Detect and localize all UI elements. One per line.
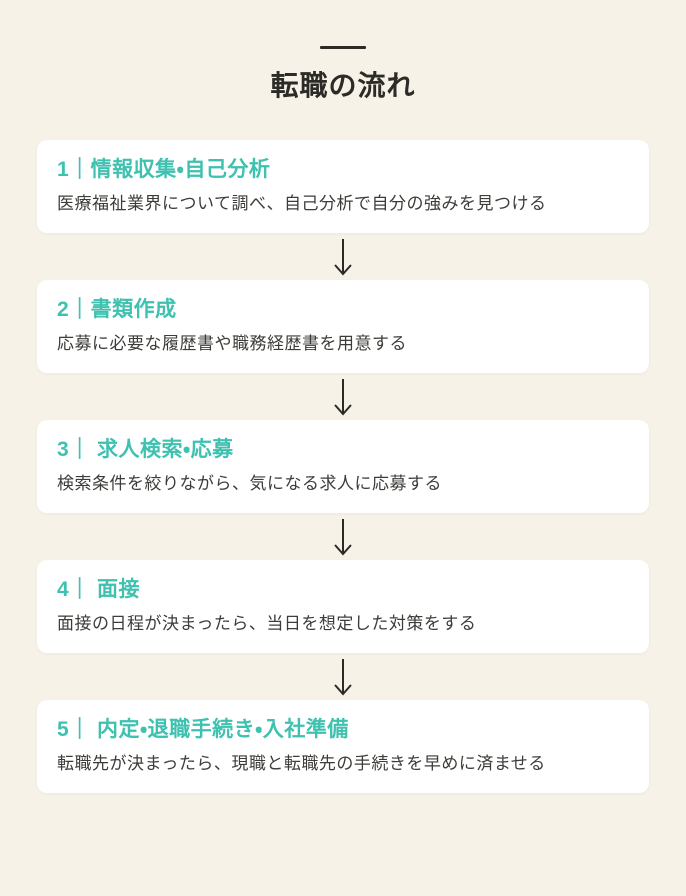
flow-connector [0, 653, 686, 700]
step-card-3: 3｜ 求人検索・応募 検索条件を絞りながら、気になる求人に応募する [37, 420, 649, 513]
page-title: 転職の流れ [270, 70, 416, 101]
step-heading: 1｜情報収集・自己分析 [57, 158, 271, 181]
flow-diagram: 1｜情報収集・自己分析 医療福祉業界について調べ、自己分析で自分の強みを見つける… [0, 140, 686, 793]
step-card-5: 5｜ 内定・退職手続き・入社準備 転職先が決まったら、現職と転職先の手続きを早め… [37, 700, 649, 793]
step-description: 転職先が決まったら、現職と転職先の手続きを早めに済ませる [57, 754, 546, 773]
down-arrow-icon [334, 658, 352, 696]
step-heading: 3｜ 求人検索・応募 [57, 438, 234, 461]
step-description: 検索条件を絞りながら、気になる求人に応募する [57, 474, 442, 493]
step-heading: 2｜書類作成 [57, 298, 177, 321]
step-card-1: 1｜情報収集・自己分析 医療福祉業界について調べ、自己分析で自分の強みを見つける [37, 140, 649, 233]
infographic-canvas: 転職の流れ 1｜情報収集・自己分析 医療福祉業界について調べ、自己分析で自分の強… [0, 46, 686, 896]
step-heading: 4｜ 面接 [57, 578, 141, 601]
step-card-4: 4｜ 面接 面接の日程が決まったら、当日を想定した対策をする [37, 560, 649, 653]
flow-connector [0, 513, 686, 560]
step-description: 医療福祉業界について調べ、自己分析で自分の強みを見つける [57, 194, 547, 213]
down-arrow-icon [334, 518, 352, 556]
down-arrow-icon [334, 238, 352, 276]
step-heading: 5｜ 内定・退職手続き・入社準備 [57, 718, 349, 741]
step-description: 面接の日程が決まったら、当日を想定した対策をする [57, 614, 477, 633]
step-description: 応募に必要な履歴書や職務経歴書を用意する [57, 334, 407, 353]
flow-connector [0, 373, 686, 420]
flow-connector [0, 233, 686, 280]
down-arrow-icon [334, 378, 352, 416]
step-card-2: 2｜書類作成 応募に必要な履歴書や職務経歴書を用意する [37, 280, 649, 373]
title-accent-line [320, 46, 366, 49]
